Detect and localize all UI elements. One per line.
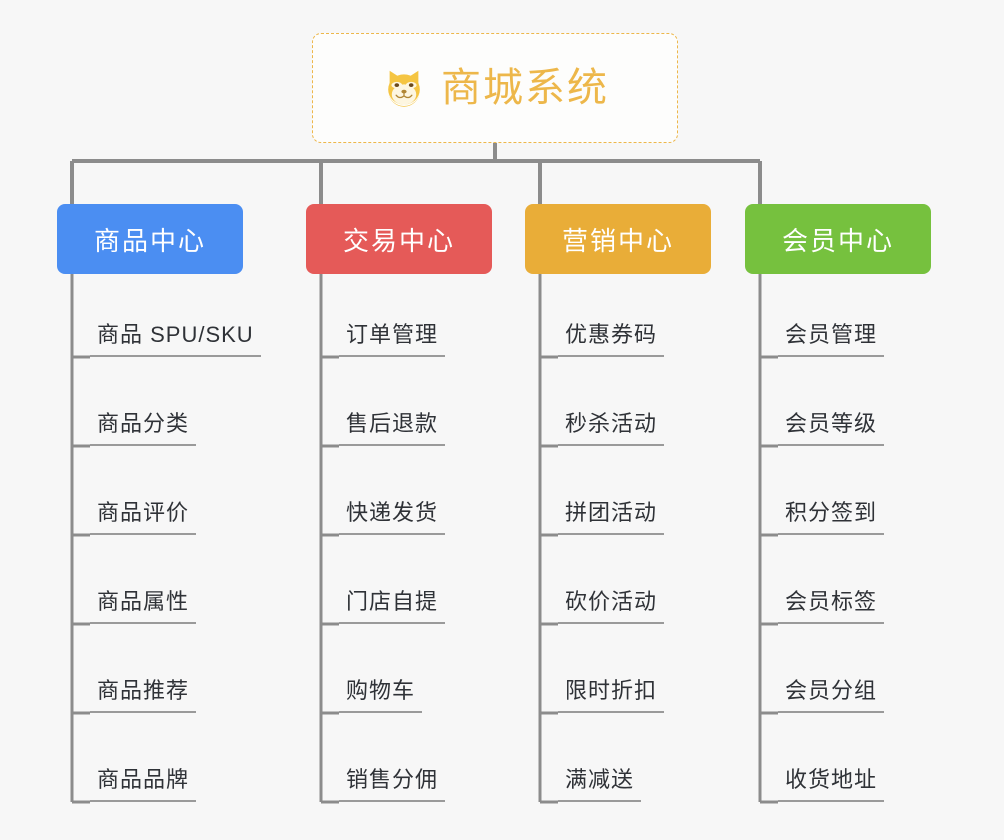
leaf-label: 积分签到: [778, 500, 885, 535]
leaf-item[interactable]: 商品推荐: [57, 671, 197, 715]
leaf-label: 购物车: [339, 678, 423, 713]
leaf-label: 优惠券码: [558, 322, 665, 357]
leaf-item[interactable]: 订单管理: [306, 315, 446, 359]
leaf-item[interactable]: 优惠券码: [525, 315, 665, 359]
leaf-item[interactable]: 商品属性: [57, 582, 197, 626]
category-label: 营销中心: [561, 225, 674, 256]
category-node-3[interactable]: 营销中心: [525, 204, 711, 274]
leaf-label: 秒杀活动: [558, 411, 665, 446]
leaf-label: 销售分佣: [339, 767, 446, 802]
leaf-label: 会员管理: [778, 322, 885, 357]
leaf-item[interactable]: 会员分组: [745, 671, 885, 715]
leaf-label: 收货地址: [778, 767, 885, 802]
leaf-label: 订单管理: [339, 322, 446, 357]
category-label: 商品中心: [93, 225, 206, 256]
category-node-2[interactable]: 交易中心: [306, 204, 492, 274]
leaf-item[interactable]: 商品评价: [57, 493, 197, 537]
leaf-label: 会员分组: [778, 678, 885, 713]
category-node-1[interactable]: 商品中心: [57, 204, 243, 274]
leaf-item[interactable]: 拼团活动: [525, 493, 665, 537]
leaf-label: 满减送: [558, 767, 642, 802]
leaf-item[interactable]: 购物车: [306, 671, 423, 715]
leaf-label: 限时折扣: [558, 678, 665, 713]
leaf-item[interactable]: 销售分佣: [306, 760, 446, 804]
leaf-item[interactable]: 快递发货: [306, 493, 446, 537]
category-node-4[interactable]: 会员中心: [745, 204, 931, 274]
root-title: 商城系统: [441, 66, 609, 110]
leaf-item[interactable]: 限时折扣: [525, 671, 665, 715]
leaf-label: 快递发货: [339, 500, 446, 535]
leaf-item[interactable]: 收货地址: [745, 760, 885, 804]
leaf-label: 商品评价: [90, 500, 197, 535]
leaf-label: 门店自提: [339, 589, 446, 624]
leaf-label: 拼团活动: [558, 500, 665, 535]
shiba-dog-face-icon: [388, 70, 420, 107]
leaf-label: 售后退款: [339, 411, 446, 446]
category-label: 会员中心: [781, 225, 894, 256]
leaf-item[interactable]: 会员管理: [745, 315, 885, 359]
leaf-item[interactable]: 商品品牌: [57, 760, 197, 804]
leaf-item[interactable]: 售后退款: [306, 404, 446, 448]
leaf-item[interactable]: 积分签到: [745, 493, 885, 537]
leaf-label: 会员等级: [778, 411, 885, 446]
leaf-label: 砍价活动: [558, 589, 665, 624]
leaf-label: 会员标签: [778, 589, 885, 624]
leaf-item[interactable]: 砍价活动: [525, 582, 665, 626]
leaf-label: 商品品牌: [90, 767, 197, 802]
leaf-label: 商品属性: [90, 589, 197, 624]
leaf-label: 商品推荐: [90, 678, 197, 713]
leaf-label: 商品 SPU/SKU: [90, 322, 261, 357]
leaf-item[interactable]: 会员标签: [745, 582, 885, 626]
leaf-item[interactable]: 门店自提: [306, 582, 446, 626]
root-node[interactable]: 商城系统: [312, 33, 678, 143]
leaf-item[interactable]: 满减送: [525, 760, 642, 804]
category-label: 交易中心: [342, 225, 455, 256]
leaf-item[interactable]: 秒杀活动: [525, 404, 665, 448]
leaf-label: 商品分类: [90, 411, 197, 446]
leaf-item[interactable]: 会员等级: [745, 404, 885, 448]
leaf-item[interactable]: 商品 SPU/SKU: [57, 315, 261, 359]
leaf-item[interactable]: 商品分类: [57, 404, 197, 448]
